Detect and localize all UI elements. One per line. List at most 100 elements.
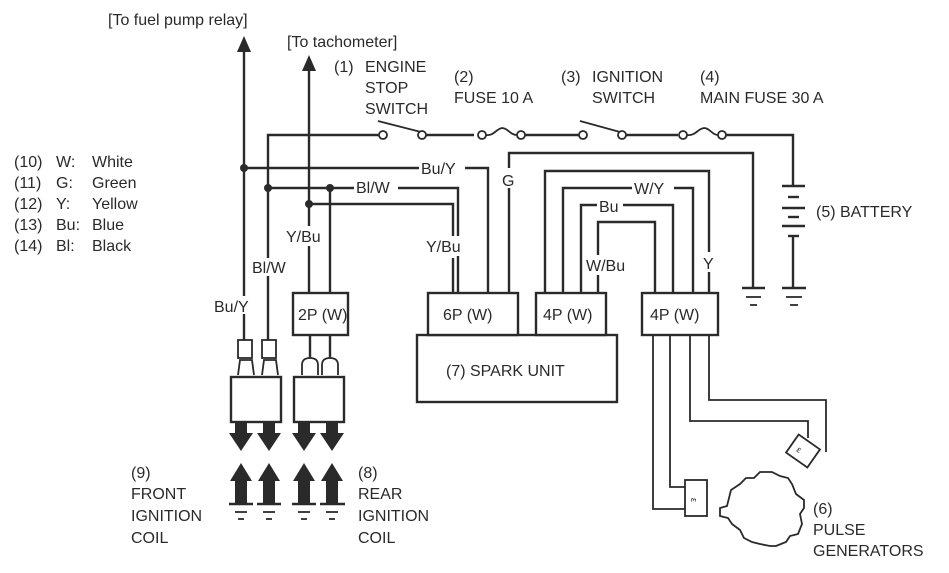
legend-color: Green: [92, 175, 136, 192]
arrow-up-icon: [320, 463, 345, 520]
front-ignition-coil: [229, 339, 283, 424]
connector-4p-a: [534, 291, 608, 337]
legend-num: (13): [14, 217, 42, 234]
wire-y-bu: [305, 200, 455, 295]
engine-stop-switch-label-2: STOP: [365, 80, 408, 97]
connector-6p-label: 6P (W): [443, 307, 492, 324]
wire-bu: [579, 203, 675, 295]
wire-bl-w: [264, 184, 460, 295]
pulse-generator-pickup-a: ε: [684, 479, 708, 517]
main-fuse-num: (4): [700, 69, 720, 86]
battery-symbol: [782, 184, 805, 288]
main-fuse-30a: [678, 127, 727, 140]
wire-label-g: G: [502, 173, 514, 190]
rear-coil-label-3: COIL: [358, 530, 395, 547]
arrow-up-icon: [302, 55, 316, 71]
rear-coil-label-1: REAR: [358, 486, 402, 503]
fuse-10a-num: (2): [454, 69, 474, 86]
engine-stop-switch-label-1: ENGINE: [365, 59, 426, 76]
ignition-switch-label-2: SWITCH: [592, 90, 655, 107]
legend-code: Bl:: [56, 238, 75, 255]
wire-label-bl-w-left: Bl/W: [252, 260, 287, 277]
labels: [To fuel pump relay] [To tachometer] (1)…: [14, 12, 924, 560]
ignition-switch-label-1: IGNITION: [592, 69, 663, 86]
wire-y: [543, 169, 711, 295]
wire-label-bl-w-top: Bl/W: [356, 180, 391, 197]
wire-g: [507, 151, 765, 306]
wire-label-y-bu-right: Y/Bu: [426, 239, 461, 256]
pulse-generators-label-2: GENERATORS: [813, 543, 924, 560]
fuse-10a-label: FUSE 10 A: [454, 90, 533, 107]
front-coil-num: (9): [131, 465, 151, 482]
spark-plug-arrows: [229, 463, 345, 520]
arrow-down-icon: [257, 422, 281, 451]
svg-text:ε: ε: [689, 498, 699, 502]
ignition-switch: [578, 120, 627, 140]
arrow-up-icon: [237, 36, 251, 52]
front-coil-label-1: FRONT: [131, 486, 186, 503]
legend-code: Bu:: [56, 217, 80, 234]
rear-ignition-coil: [292, 335, 346, 424]
connector-2p: [291, 291, 350, 337]
front-coil-label-2: IGNITION: [131, 508, 202, 525]
legend-color: White: [92, 154, 133, 171]
rear-coil-label-2: IGNITION: [358, 508, 429, 525]
legend-color: Blue: [92, 217, 124, 234]
arrow-up-icon: [229, 463, 253, 520]
connector-4p-b: [640, 291, 720, 337]
to-fuel-pump-relay-label: [To fuel pump relay]: [108, 12, 248, 29]
arrow-down-icon: [229, 422, 253, 451]
power-circuit: [266, 120, 806, 306]
to-tachometer-label: [To tachometer]: [287, 34, 397, 51]
pulse-generators-num: (6): [813, 501, 833, 518]
legend-num: (10): [14, 154, 42, 171]
tachometer-lead: [302, 55, 316, 295]
spark-output-arrows: [229, 422, 344, 451]
legend-code: Y:: [56, 196, 70, 213]
legend-num: (11): [14, 175, 41, 192]
legend-num: (12): [14, 196, 42, 213]
spark-unit-label: (7) SPARK UNIT: [446, 363, 565, 380]
wire-label-bu: Bu: [599, 199, 619, 216]
wire-label-y: Y: [703, 256, 714, 273]
pulse-generator-rotor: [719, 471, 805, 547]
connector-2p-label: 2P (W): [298, 307, 347, 324]
fuel-pump-relay-lead: [237, 36, 251, 330]
engine-stop-switch: [377, 120, 427, 140]
legend-color: Black: [92, 238, 132, 255]
legend-code: G:: [56, 175, 73, 192]
arrow-down-icon: [292, 422, 316, 451]
wire-label-bu-y-left: Bu/Y: [214, 299, 249, 316]
engine-stop-switch-label-3: SWITCH: [365, 101, 428, 118]
arrow-down-icon: [320, 422, 344, 451]
connector-6p: [426, 291, 520, 337]
wire-label-y-bu-left: Y/Bu: [286, 229, 321, 246]
battery-label: (5) BATTERY: [816, 204, 913, 221]
pulse-generator-pickup-b: ε: [784, 433, 822, 469]
front-coil-label-3: COIL: [131, 530, 168, 547]
legend-num: (14): [14, 238, 42, 255]
legend-color: Yellow: [92, 196, 138, 213]
pulse-generator-wiring: [652, 335, 827, 510]
wire-label-w-bu: W/Bu: [586, 258, 625, 275]
connector-4p-a-label: 4P (W): [543, 307, 592, 324]
wire-w-y: [561, 186, 695, 295]
wire-label-bu-y-top: Bu/Y: [421, 161, 456, 178]
main-fuse-label: MAIN FUSE 30 A: [700, 90, 824, 107]
pulse-generators-label-1: PULSE: [813, 522, 865, 539]
ground-icon: [782, 286, 806, 306]
wire-w-bu: [596, 220, 657, 293]
arrow-up-icon: [257, 463, 281, 520]
arrow-up-icon: [292, 463, 316, 520]
wire-bu-y: [240, 164, 490, 295]
connector-4p-b-label: 4P (W): [650, 307, 699, 324]
ignition-switch-num: (3): [561, 69, 581, 86]
wire-label-w-y: W/Y: [634, 181, 665, 198]
svg-text:ε: ε: [795, 444, 804, 454]
legend-code: W:: [56, 154, 75, 171]
color-legend: (10) W: White (11) G: Green (12) Y: Yell…: [14, 154, 138, 255]
engine-stop-switch-num: (1): [334, 59, 354, 76]
fuse-10a: [477, 127, 526, 140]
rear-coil-num: (8): [358, 465, 378, 482]
